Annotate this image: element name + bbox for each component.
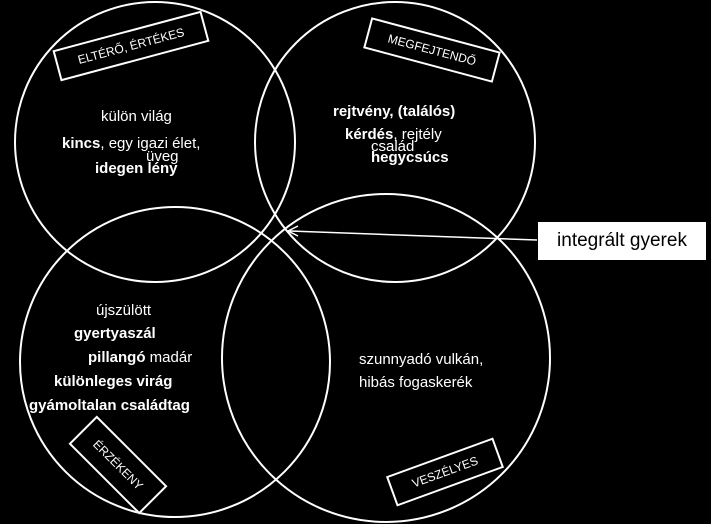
- tl-line2: kincs, egy igazi élet,: [62, 134, 200, 154]
- tr-line2-bold: kérdés: [345, 126, 394, 143]
- callout-integralt-gyerek: integrált gyerek: [537, 221, 707, 261]
- callout-label: integrált gyerek: [557, 230, 687, 251]
- bl-line3-rest: madár: [145, 349, 193, 366]
- br-line2: hibás fogaskerék: [359, 374, 473, 391]
- tl-line3: idegen lény: [95, 159, 178, 179]
- circle-top-right: [254, 1, 536, 283]
- tr-line1-bold: rejtvény, (találós): [333, 103, 456, 120]
- tl-line2-bold: kincs: [62, 135, 101, 152]
- circle-bottom-right: [221, 193, 551, 523]
- tl-overlap-word: üveg: [146, 148, 179, 165]
- bl-line3-bold: pillangó: [88, 349, 146, 366]
- bl-line5: gyámoltalan családtag: [29, 396, 190, 416]
- bl-line5-bold: gyámoltalan családtag: [29, 397, 190, 414]
- callout-pointer-line: [289, 230, 538, 241]
- tr-line1: rejtvény, (találós): [333, 102, 455, 122]
- bl-line1: újszülött: [96, 302, 152, 319]
- circle-top-left: [14, 1, 296, 283]
- bl-line4-bold: különleges virág: [54, 373, 173, 390]
- bl-line4: különleges virág: [54, 372, 172, 392]
- circle-bottom-left: [19, 206, 331, 518]
- bl-line2: gyertyaszál: [74, 324, 156, 344]
- tl-line3-bold: idegen lény: [95, 160, 178, 177]
- br-line1: szunnyadó vulkán,: [359, 351, 484, 368]
- callout-arrowhead: [286, 225, 299, 237]
- tr-line3: hegycsúcs: [371, 148, 449, 168]
- tr-line2: kérdés, rejtély: [345, 125, 442, 145]
- tr-line3-bold: hegycsúcs: [371, 149, 449, 166]
- tr-line2-rest: , rejtély: [393, 126, 442, 143]
- bl-line3: pillangó madár: [88, 348, 192, 368]
- tl-line2-rest: , egy igazi élet,: [100, 135, 201, 152]
- tr-overlap-word: család: [371, 138, 415, 155]
- tl-line1: külön világ: [101, 108, 172, 125]
- bl-line2-bold: gyertyaszál: [74, 325, 156, 342]
